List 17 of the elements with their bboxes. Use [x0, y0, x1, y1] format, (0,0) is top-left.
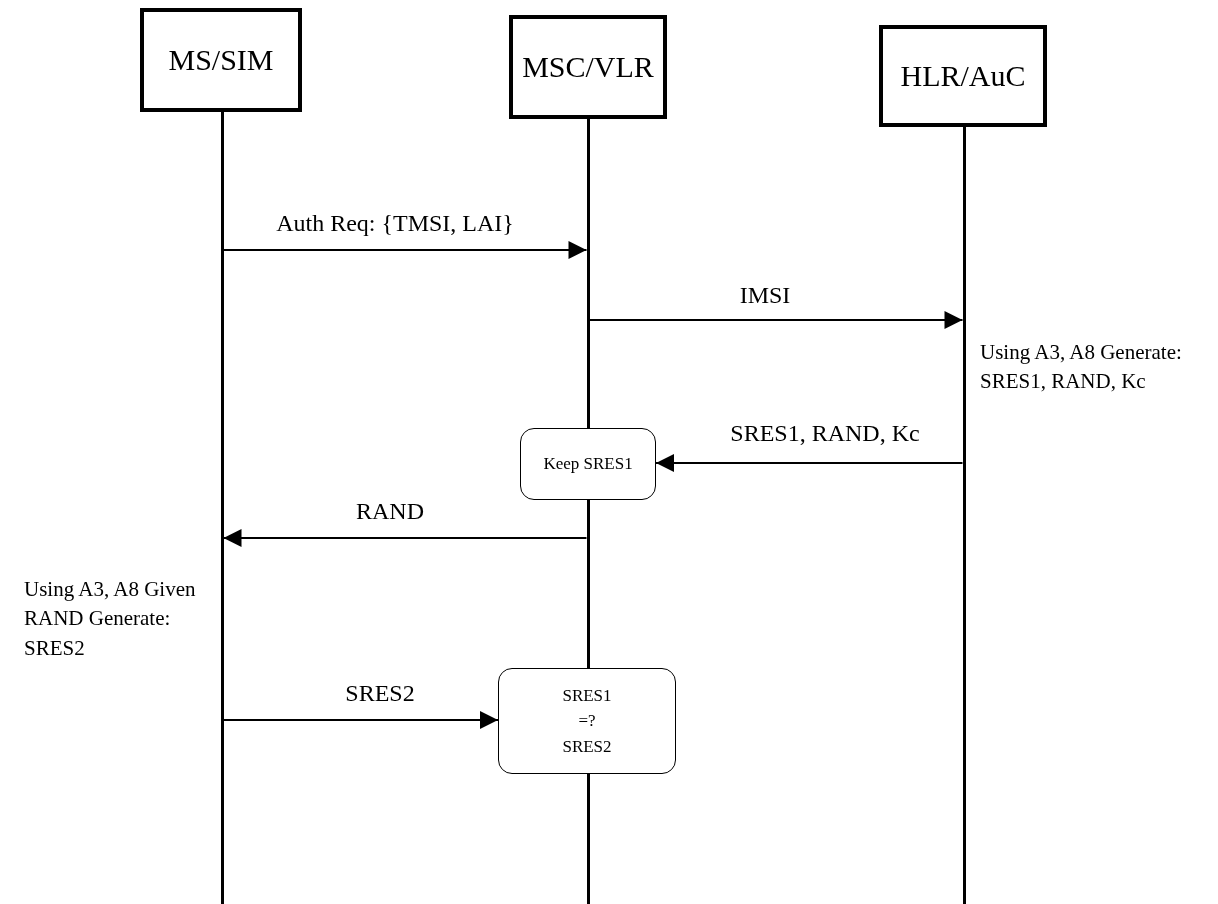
message-arrow	[222, 241, 588, 259]
participant-box: MSC/VLR	[509, 15, 667, 119]
lifeline	[586, 774, 590, 904]
lifeline	[962, 127, 966, 904]
message-arrow	[222, 711, 499, 729]
participant-box: HLR/AuC	[879, 25, 1047, 127]
process-box: Keep SRES1	[520, 428, 656, 500]
note-text: Using A3, A8 Generate: SRES1, RAND, Kc	[980, 339, 1183, 396]
participant-box: MS/SIM	[140, 8, 302, 112]
message-arrow	[588, 311, 964, 329]
lifeline	[586, 119, 590, 428]
lifeline	[586, 500, 590, 668]
process-box: SRES1 =? SRES2	[498, 668, 676, 774]
note-text: Using A3, A8 Given RAND Generate: SRES2	[24, 576, 197, 662]
message-arrow	[655, 454, 964, 472]
message-arrow	[222, 529, 588, 547]
lifeline	[220, 112, 224, 904]
